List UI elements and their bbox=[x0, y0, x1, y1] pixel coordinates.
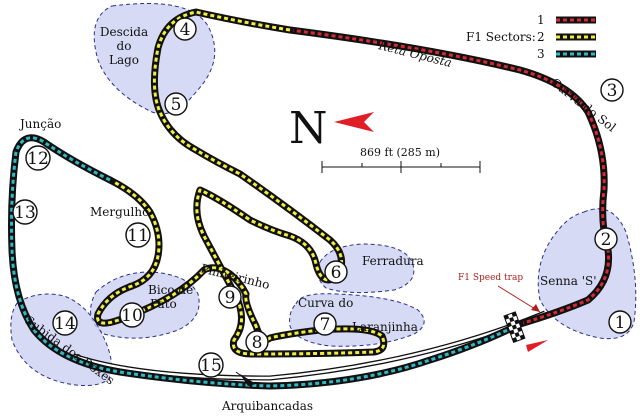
svg-text:5: 5 bbox=[171, 95, 182, 115]
turn-10: 10 bbox=[119, 302, 145, 328]
label-descida-line-2: do bbox=[117, 39, 132, 53]
turn-13: 13 bbox=[12, 199, 38, 225]
label-descida-line-1: Descida bbox=[100, 25, 148, 39]
legend: 1 F1 Sectors: 2 3 bbox=[466, 13, 596, 61]
svg-text:10: 10 bbox=[121, 306, 143, 326]
sector-3-line bbox=[10, 136, 521, 388]
svg-text:12: 12 bbox=[27, 149, 49, 169]
speed-trap-marker: F1 Speed trap bbox=[458, 273, 541, 313]
svg-text:2: 2 bbox=[601, 230, 612, 250]
turn-4: 4 bbox=[173, 17, 197, 41]
svg-text:15: 15 bbox=[200, 356, 222, 376]
legend-item-2-label: 2 bbox=[537, 30, 545, 44]
label-juncao: Junção bbox=[18, 117, 61, 131]
turn-3: 3 bbox=[600, 78, 624, 102]
svg-text:11: 11 bbox=[127, 226, 149, 246]
start-finish-flag bbox=[503, 311, 526, 343]
scale-bar: 869 ft (285 m) bbox=[321, 146, 481, 173]
turn-7: 7 bbox=[313, 312, 337, 336]
turn-6: 6 bbox=[324, 260, 348, 284]
label-senna-s: Senna 'S' bbox=[540, 274, 597, 288]
svg-text:3: 3 bbox=[607, 81, 618, 101]
sector-1-track bbox=[286, 26, 613, 328]
label-mergulho: Mergulho bbox=[90, 205, 149, 219]
north-label: N bbox=[289, 103, 328, 154]
turn-2: 2 bbox=[594, 227, 618, 251]
legend-item-1-label: 1 bbox=[537, 13, 545, 27]
svg-text:7: 7 bbox=[320, 315, 331, 335]
legend-title: F1 Sectors: bbox=[466, 30, 536, 44]
turn-14: 14 bbox=[52, 310, 78, 336]
svg-text:4: 4 bbox=[180, 20, 191, 40]
turn-15: 15 bbox=[198, 352, 224, 378]
scale-label: 869 ft (285 m) bbox=[360, 146, 440, 159]
sector-3-track bbox=[8, 134, 524, 390]
legend-item-3-label: 3 bbox=[537, 47, 545, 61]
turn-8: 8 bbox=[245, 330, 269, 354]
label-reta-oposta: Reta Oposta bbox=[376, 38, 453, 70]
speed-trap-label: F1 Speed trap bbox=[458, 273, 523, 283]
svg-text:8: 8 bbox=[252, 333, 263, 353]
turn-12: 12 bbox=[25, 145, 51, 171]
svg-text:13: 13 bbox=[14, 203, 36, 223]
label-arquibancadas: Arquibancadas bbox=[221, 399, 313, 413]
north-indicator: N bbox=[289, 103, 374, 154]
svg-text:9: 9 bbox=[225, 288, 236, 308]
pit-exit-arrow-icon bbox=[240, 374, 256, 386]
label-bico-line-1: Bico de bbox=[148, 283, 193, 297]
label-descida-line-3: Lago bbox=[109, 53, 139, 67]
label-laranjinha-line-1: Curva do bbox=[298, 296, 353, 310]
turn-1: 1 bbox=[608, 310, 632, 334]
turn-11: 11 bbox=[125, 222, 151, 248]
north-arrow-icon bbox=[334, 112, 374, 132]
turn-5: 5 bbox=[164, 92, 188, 116]
pit-lane bbox=[73, 310, 546, 381]
turn-9: 9 bbox=[218, 285, 242, 309]
svg-text:1: 1 bbox=[615, 313, 626, 333]
svg-text:14: 14 bbox=[54, 314, 76, 334]
svg-text:6: 6 bbox=[331, 263, 342, 283]
sector-1-line bbox=[289, 28, 611, 326]
race-direction-arrow-icon bbox=[526, 340, 548, 352]
label-ferradura: Ferradura bbox=[362, 254, 424, 268]
label-laranjinha-line-2: Laranjinha bbox=[352, 320, 418, 334]
label-bico-line-2: Pato bbox=[150, 297, 177, 311]
